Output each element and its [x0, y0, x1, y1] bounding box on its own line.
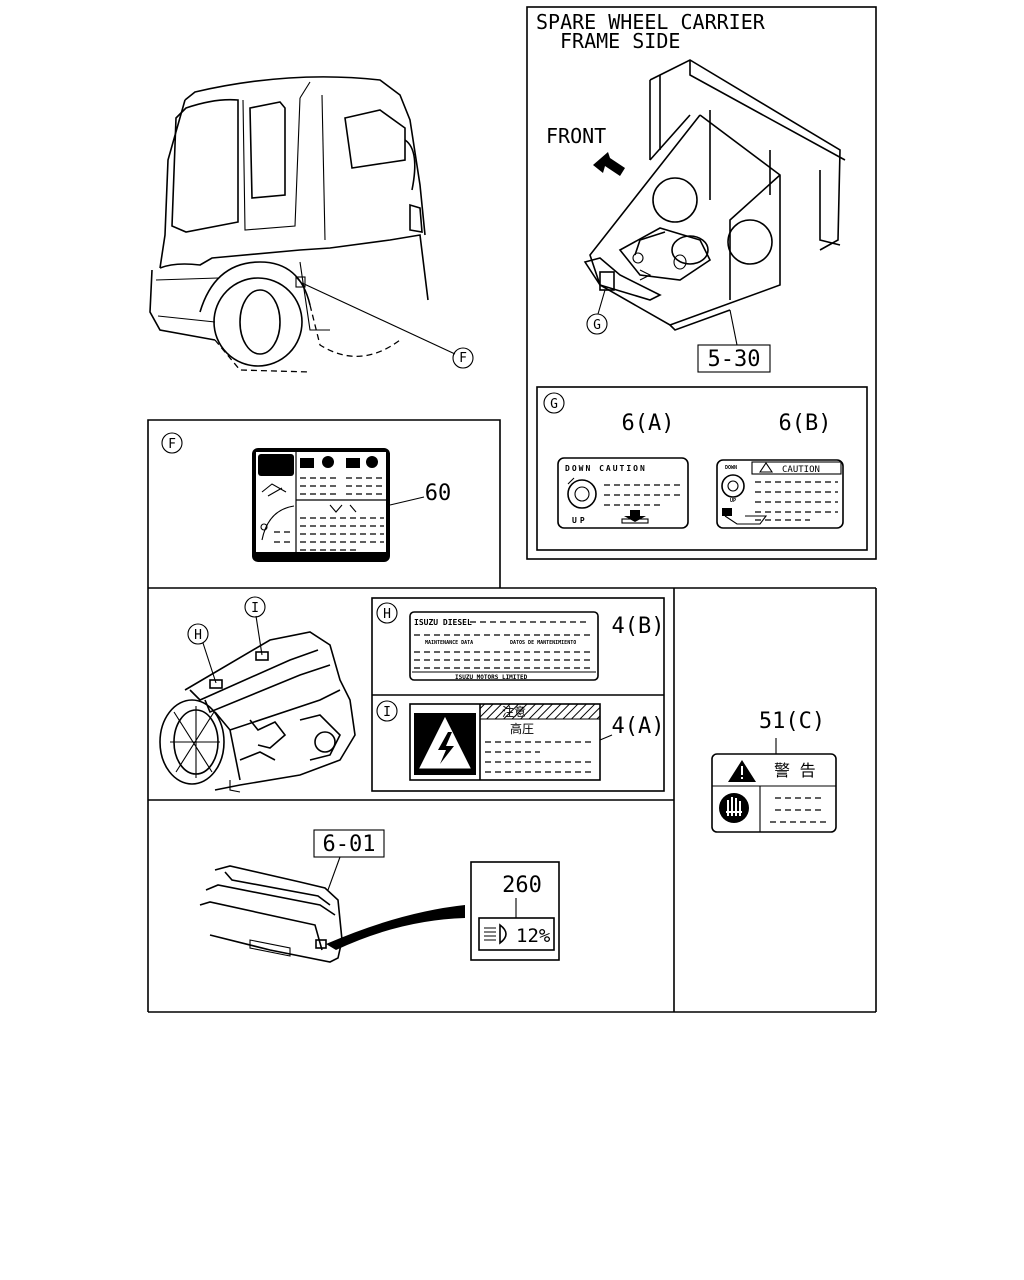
part-6b-label: 6(B)	[779, 411, 832, 436]
svg-text:I: I	[383, 705, 391, 720]
part-4a-label: 4(A)	[612, 714, 665, 739]
callout-f-cab: F	[452, 347, 474, 369]
svg-text:G: G	[593, 318, 601, 333]
svg-text:12%: 12%	[516, 925, 551, 947]
svg-text:高圧: 高圧	[510, 721, 534, 736]
part-6a-label: 6(A)	[622, 411, 675, 436]
sticker-60	[252, 448, 425, 562]
front-label: FRONT	[546, 124, 606, 148]
svg-text:6-01: 6-01	[323, 832, 376, 857]
svg-text:DATOS DE MANTENIMIENTO: DATOS DE MANTENIMIENTO	[510, 640, 576, 646]
callout-h-engine: H	[187, 623, 209, 645]
callout-h-panel: H	[376, 602, 398, 624]
sticker-4a: 注意 高圧	[409, 703, 613, 781]
svg-text:260: 260	[502, 873, 542, 898]
sticker-51c: 警 告	[711, 753, 837, 833]
svg-text:DOWN CAUTION: DOWN CAUTION	[565, 464, 647, 473]
svg-text:5-30: 5-30	[708, 347, 761, 372]
callout-f-panel: F	[161, 432, 183, 454]
sticker-260: 260 12%	[470, 861, 560, 961]
svg-text:注意: 注意	[502, 704, 526, 719]
svg-text:ISUZU MOTORS LIMITED: ISUZU MOTORS LIMITED	[455, 674, 528, 681]
svg-text:G: G	[550, 397, 558, 412]
svg-text:警 告: 警 告	[774, 761, 816, 780]
svg-text:CAUTION: CAUTION	[782, 465, 820, 475]
svg-text:UP: UP	[572, 516, 588, 525]
callout-g-panel: G	[543, 392, 565, 414]
callout-i-engine: I	[244, 596, 266, 618]
spare-wheel-carrier-drawing	[583, 59, 846, 346]
front-arrow-icon	[593, 152, 625, 176]
svg-text:F: F	[459, 351, 467, 366]
callout-g-carrier: G	[586, 313, 608, 335]
sticker-6b: CAUTION DOWN UP	[716, 459, 844, 529]
svg-text:I: I	[251, 601, 259, 616]
svg-text:F: F	[168, 437, 176, 452]
sticker-4b: ISUZU DIESEL MAINTENANCE DATA DATOS DE M…	[409, 611, 599, 681]
callout-i-panel: I	[376, 700, 398, 722]
sticker-6a: DOWN CAUTION UP	[557, 457, 689, 529]
part-4b-label: 4(B)	[612, 614, 665, 639]
bumper-drawing	[199, 856, 465, 963]
f-label-panel	[147, 419, 501, 588]
engine-drawing	[159, 615, 356, 793]
svg-text:H: H	[194, 628, 202, 643]
spare-wheel-title-line2: FRAME SIDE	[560, 29, 680, 53]
spare-wheel-title-line1: SPARE WHEEL CARRIER	[536, 10, 766, 34]
svg-text:ISUZU DIESEL: ISUZU DIESEL	[414, 618, 472, 627]
svg-text:DOWN: DOWN	[725, 465, 737, 471]
truck-cab-drawing	[149, 76, 456, 373]
ref-5-30: 5-30	[697, 344, 771, 373]
svg-text:H: H	[383, 607, 391, 622]
g-label-panel	[536, 386, 868, 551]
svg-text:MAINTENANCE DATA: MAINTENANCE DATA	[425, 640, 473, 646]
part-51c-label: 51(C)	[759, 709, 825, 734]
svg-text:UP: UP	[730, 498, 736, 504]
spare-wheel-carrier-panel	[526, 6, 877, 560]
part-60-label: 60	[425, 481, 452, 506]
ref-6-01: 6-01	[313, 829, 385, 858]
